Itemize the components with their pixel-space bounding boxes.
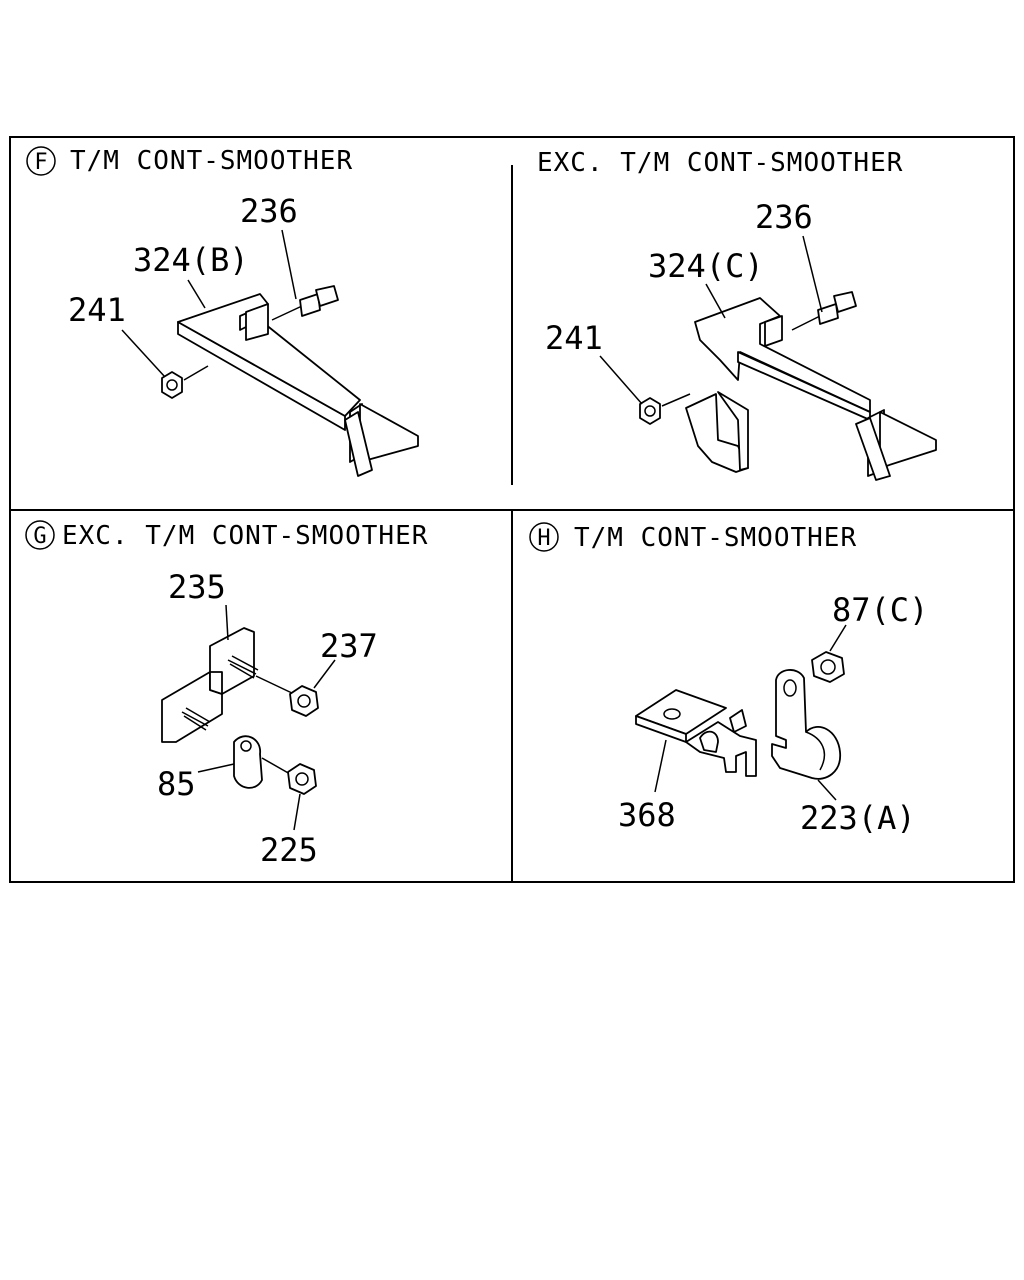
panel-g-title: EXC. T/M CONT-SMOOTHER <box>62 521 428 551</box>
label-236-exc: 236 <box>755 198 813 236</box>
clip-85 <box>233 735 291 789</box>
label-87c: 87(C) <box>832 591 928 629</box>
section-marker-g <box>25 520 55 550</box>
section-marker-f <box>26 146 56 176</box>
bracket-368 <box>635 689 757 777</box>
nut-237 <box>255 675 319 717</box>
bolt-236-exc <box>791 291 857 331</box>
bolt-236 <box>271 285 339 321</box>
label-324b: 324(B) <box>133 241 249 279</box>
nut-87c <box>811 651 845 683</box>
label-241-exc: 241 <box>545 319 603 357</box>
label-237: 237 <box>320 627 378 665</box>
section-marker-h-letter: H <box>537 526 550 551</box>
panel-exc: EXC. T/M CONT-SMOOTHER 236 3 <box>537 148 937 481</box>
bracket-324c <box>685 297 937 481</box>
panel-g: G EXC. T/M CONT-SMOOTHER <box>25 520 428 869</box>
label-236-f: 236 <box>240 192 298 230</box>
stud-lower <box>181 707 211 731</box>
label-223a: 223(A) <box>800 799 916 837</box>
section-marker-h <box>529 522 559 552</box>
stud-upper <box>227 655 259 679</box>
label-235: 235 <box>168 568 226 606</box>
panel-h: H T/M CONT-SMOOTHER 87(C) 368 223(A) <box>529 522 928 837</box>
label-85: 85 <box>157 765 196 803</box>
panel-h-title: T/M CONT-SMOOTHER <box>574 523 857 553</box>
bracket-324b <box>177 293 419 477</box>
nut-241-exc <box>639 393 691 425</box>
section-marker-f-letter: F <box>34 150 47 175</box>
label-225: 225 <box>260 831 318 869</box>
panel-f-title: T/M CONT-SMOOTHER <box>70 146 353 176</box>
label-241-f: 241 <box>68 291 126 329</box>
clamp-223a <box>771 669 841 780</box>
panel-f: F T/M CONT-SMOOTHER 236 324(B) 241 <box>26 146 419 477</box>
bracket-235 <box>161 627 255 743</box>
label-324c: 324(C) <box>648 247 764 285</box>
nut-225 <box>287 763 317 795</box>
panel-exc-title: EXC. T/M CONT-SMOOTHER <box>537 148 903 178</box>
nut-241 <box>161 365 209 399</box>
label-368: 368 <box>618 796 676 834</box>
section-marker-g-letter: G <box>33 524 46 549</box>
